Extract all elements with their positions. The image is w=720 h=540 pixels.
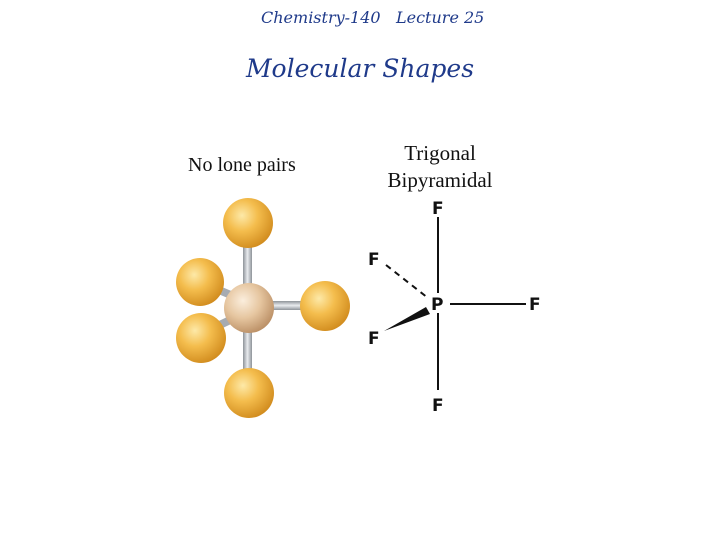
geometry-label-line1: Trigonal: [404, 141, 476, 165]
ligand-ball-lower-left: [176, 313, 226, 363]
ligand-ball-right: [300, 281, 350, 331]
geometry-label: Trigonal Bipyramidal: [360, 140, 520, 194]
dashed-bond: [385, 264, 429, 299]
atom-f-top: F: [432, 199, 444, 219]
ligand-ball-top: [223, 198, 273, 248]
bond-top: [243, 232, 252, 302]
slide-title: Molecular Shapes: [245, 54, 475, 83]
bond-right: [260, 301, 312, 310]
ligand-ball-bottom: [224, 368, 274, 418]
atom-f-upper-left: F: [368, 250, 380, 270]
ligand-ball-upper-left: [176, 258, 224, 306]
central-atom-ball: [224, 283, 274, 333]
lecture-number: Lecture 25: [396, 8, 485, 27]
atom-f-bottom: F: [432, 396, 444, 416]
bond-bottom: [243, 312, 252, 382]
geometry-label-line2: Bipyramidal: [387, 168, 493, 192]
lone-pairs-label: No lone pairs: [188, 154, 296, 176]
lewis-structure: F F P F F F: [368, 199, 541, 416]
atom-f-right: F: [529, 295, 541, 315]
wedge-bond: [384, 307, 430, 331]
atom-f-lower-left: F: [368, 329, 380, 349]
ball-and-stick-model: [176, 198, 350, 418]
atom-p-central: P: [431, 295, 443, 315]
course-name: Chemistry-140: [261, 8, 381, 27]
